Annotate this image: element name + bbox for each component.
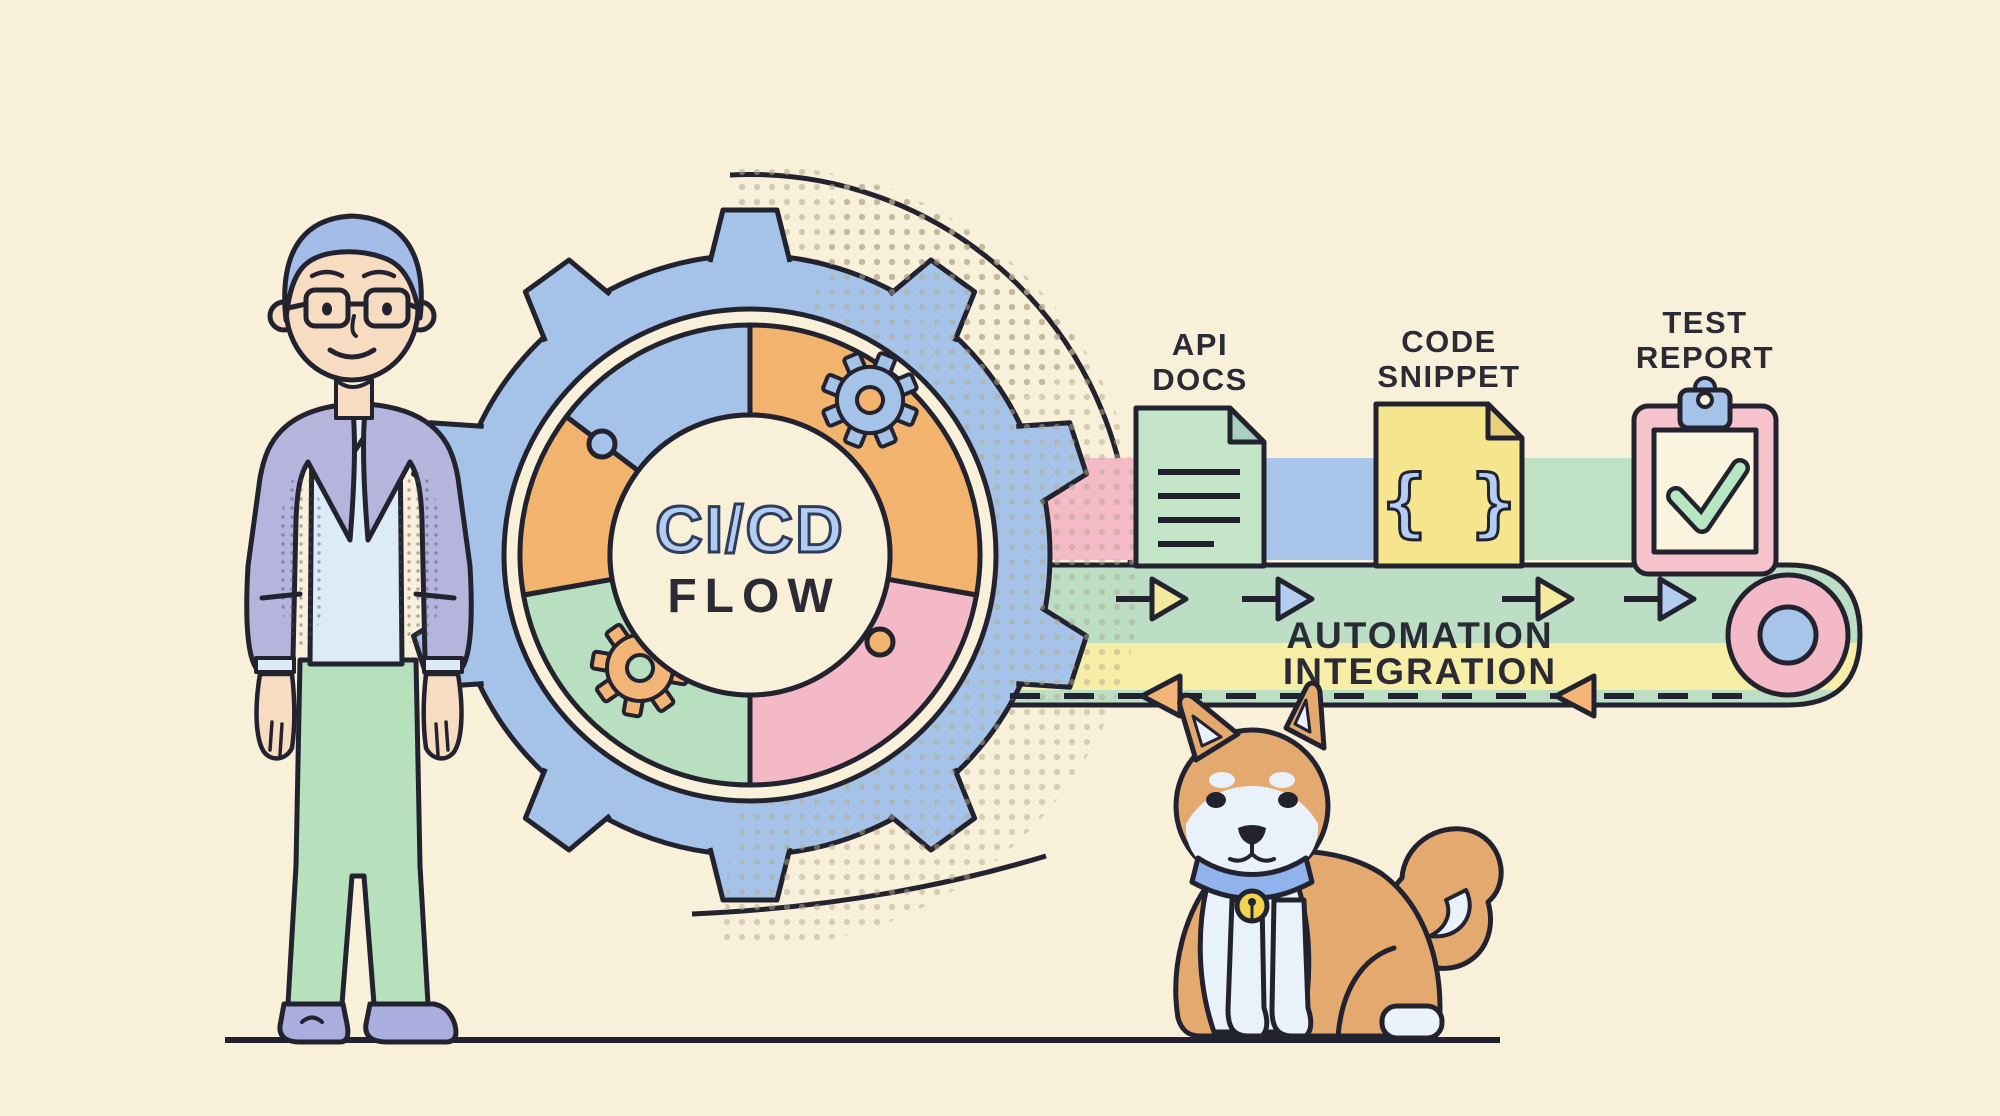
nose [1238,825,1266,845]
glasses-icon [285,287,421,329]
arrow-right-icon [1116,576,1189,622]
halftone-overlay [722,174,1143,948]
developer-character [244,213,474,1045]
station-label-docs: DOCS [1152,362,1248,397]
front-leg [1269,897,1314,1039]
shiba-dog [1173,680,1504,1041]
hand [254,671,297,761]
hair [282,213,424,323]
eye [1206,792,1226,808]
station-label-code: CODE [1401,324,1497,359]
check-icon [1670,462,1746,530]
eye [382,302,392,316]
arrow-right-icon [1624,576,1697,622]
gear-title-line1: CI/CD [655,492,845,566]
eye [1278,792,1298,808]
hand [421,671,464,761]
hind-paw [1379,1003,1445,1041]
gear-center [607,412,893,698]
station-label-test: TEST [1662,305,1747,340]
document-icon [1133,405,1267,569]
mouth [1228,843,1276,863]
front-leg [1225,897,1270,1039]
clipboard-check-icon [1631,376,1779,577]
shoe [277,1001,351,1045]
belt-word-integration: INTEGRATION [1283,651,1557,692]
gear-title-line2: FLOW [667,570,840,623]
code-braces-icon [1373,401,1525,569]
puzzle-nub [586,428,618,460]
arrow-left-icon [1553,673,1597,719]
station-label-api: API [1172,327,1228,362]
belt-word-automation: AUTOMATION [1286,615,1553,656]
arrow-right-icon [1502,576,1575,622]
collar [1189,855,1315,901]
smile [327,347,377,360]
puzzle-nub [864,626,896,658]
station-label-report: REPORT [1636,340,1774,375]
pants [285,657,431,1007]
arrow-right-icon [1242,576,1315,622]
small-gear-icon [821,351,919,449]
shoe [363,1001,459,1045]
neck [334,378,374,420]
station-label-snippet: SNIPPET [1377,359,1520,394]
code-braces-glyph: { } [1382,460,1516,546]
eye [322,302,332,316]
belt-roller [1725,572,1851,698]
